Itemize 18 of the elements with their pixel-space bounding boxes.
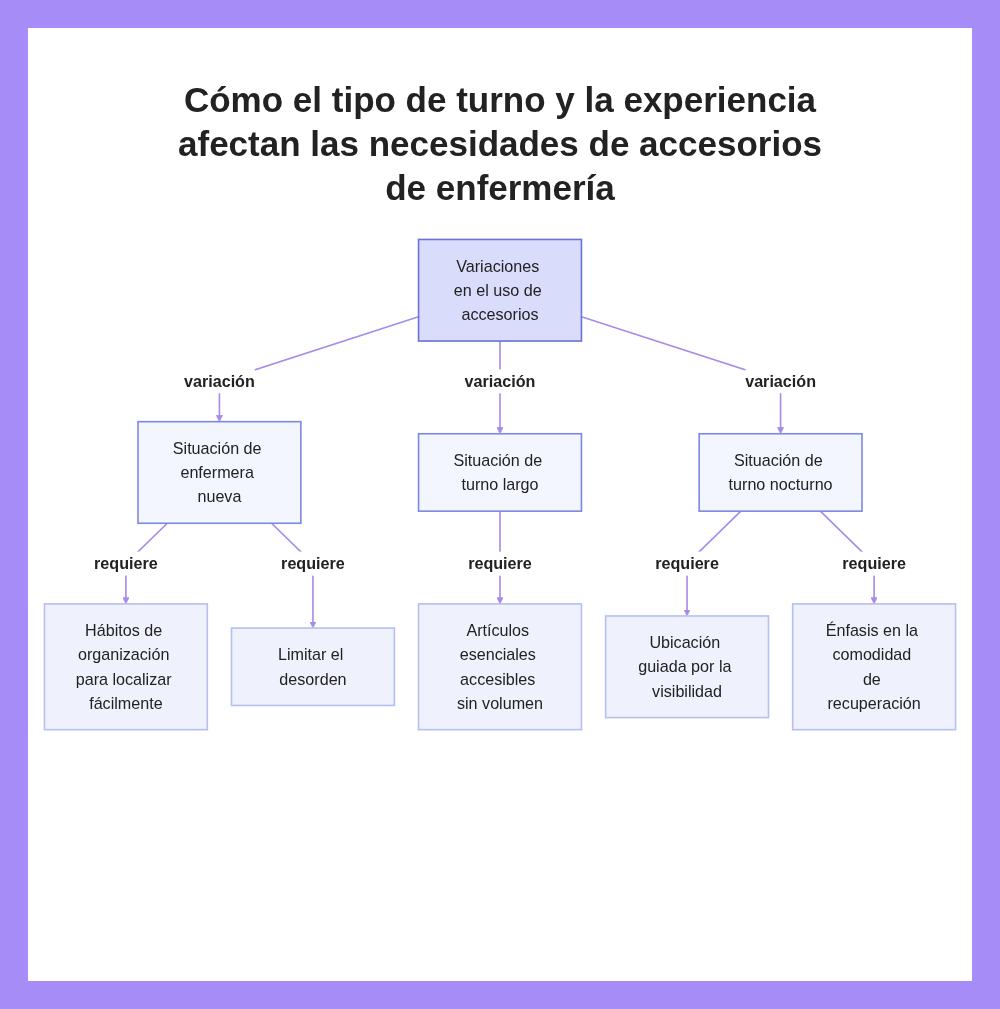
node-box: Situación de turno largo <box>417 432 583 512</box>
node-box: Situación de turno nocturno <box>698 432 863 512</box>
edge-label: variación <box>464 372 536 391</box>
node-box: Hábitos de organización para localizar fácilmente <box>43 603 209 731</box>
node-box: Variaciones en el uso de accesorios <box>417 238 583 342</box>
node-box: Artículos esenciales accesibles sin volumen <box>417 603 583 731</box>
node-box: Énfasis en la comodidad de recuperación <box>791 603 957 731</box>
edge-label: requiere <box>655 554 719 573</box>
edge-label: requiere <box>842 554 906 573</box>
edge-label: variación <box>745 372 816 391</box>
node-box: Ubicación guiada por la visibilidad <box>604 615 770 719</box>
edge-label: requiere <box>468 554 532 573</box>
edge-label: requiere <box>281 554 345 573</box>
node-box: Situación de enfermera nueva <box>137 420 302 525</box>
diagram-title: Cómo el tipo de turno y la experiencia afectan las necesidades de accesorios de enfermería <box>178 79 822 209</box>
edge-label: requiere <box>94 554 158 573</box>
edge-label: variación <box>184 372 255 391</box>
node-box: Limitar el desorden <box>230 627 396 707</box>
